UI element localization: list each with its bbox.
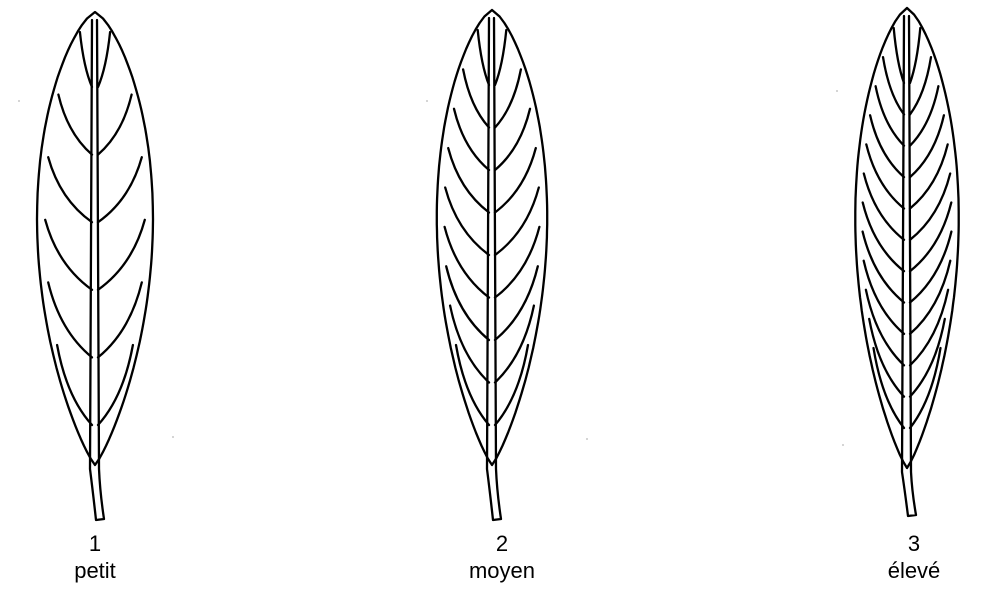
leaf-caption-2: 2 moyen — [432, 530, 572, 584]
leaf-label: petit — [25, 557, 165, 584]
vein-left — [894, 28, 904, 83]
vein-right — [910, 57, 931, 114]
vein-right — [495, 69, 521, 127]
leaf-number: 1 — [25, 530, 165, 557]
vein-left — [48, 157, 92, 222]
midrib — [90, 20, 104, 520]
vein-left — [863, 203, 904, 272]
vein-right — [98, 32, 110, 87]
scan-speck — [836, 90, 838, 92]
leaf-outline — [37, 12, 153, 465]
scan-speck — [18, 100, 20, 102]
leaf-caption-3: 3 élevé — [844, 530, 984, 584]
vein-left — [80, 32, 92, 87]
vein-left — [45, 220, 92, 290]
leaf-number: 3 — [844, 530, 984, 557]
vein-right — [98, 95, 132, 155]
vein-right — [910, 174, 950, 240]
leaf-number: 2 — [432, 530, 572, 557]
vein-right — [495, 30, 506, 85]
scan-speck — [172, 436, 174, 438]
leaf-outline — [855, 8, 958, 468]
leaf-drawing-3 — [810, 0, 990, 530]
vein-left — [876, 86, 904, 146]
vein-right — [495, 188, 539, 256]
vein-left — [448, 148, 489, 212]
vein-left — [58, 95, 92, 155]
leaf-drawing-1 — [0, 0, 200, 530]
scan-speck — [426, 100, 428, 102]
vein-left — [478, 30, 489, 85]
vein-right — [98, 220, 145, 290]
midrib — [902, 16, 916, 516]
vein-left — [445, 188, 489, 256]
leaf-drawing-2 — [395, 0, 595, 530]
vein-right — [495, 148, 536, 212]
vein-left — [454, 109, 489, 170]
leaf-label: élevé — [844, 557, 984, 584]
leaf-caption-1: 1 petit — [25, 530, 165, 584]
scan-speck — [586, 438, 588, 440]
vein-left — [864, 174, 904, 240]
vein-left — [48, 282, 92, 357]
vein-right — [910, 86, 938, 146]
vein-right — [495, 109, 530, 170]
vein-right — [910, 203, 951, 272]
leaf-label: moyen — [432, 557, 572, 584]
vein-left — [883, 57, 904, 114]
leaf-outline — [437, 10, 547, 465]
vein-right — [910, 28, 920, 83]
vein-left — [463, 69, 489, 127]
midrib — [487, 18, 501, 520]
scan-speck — [842, 444, 844, 446]
vein-right — [98, 282, 142, 357]
vein-right — [98, 157, 142, 222]
